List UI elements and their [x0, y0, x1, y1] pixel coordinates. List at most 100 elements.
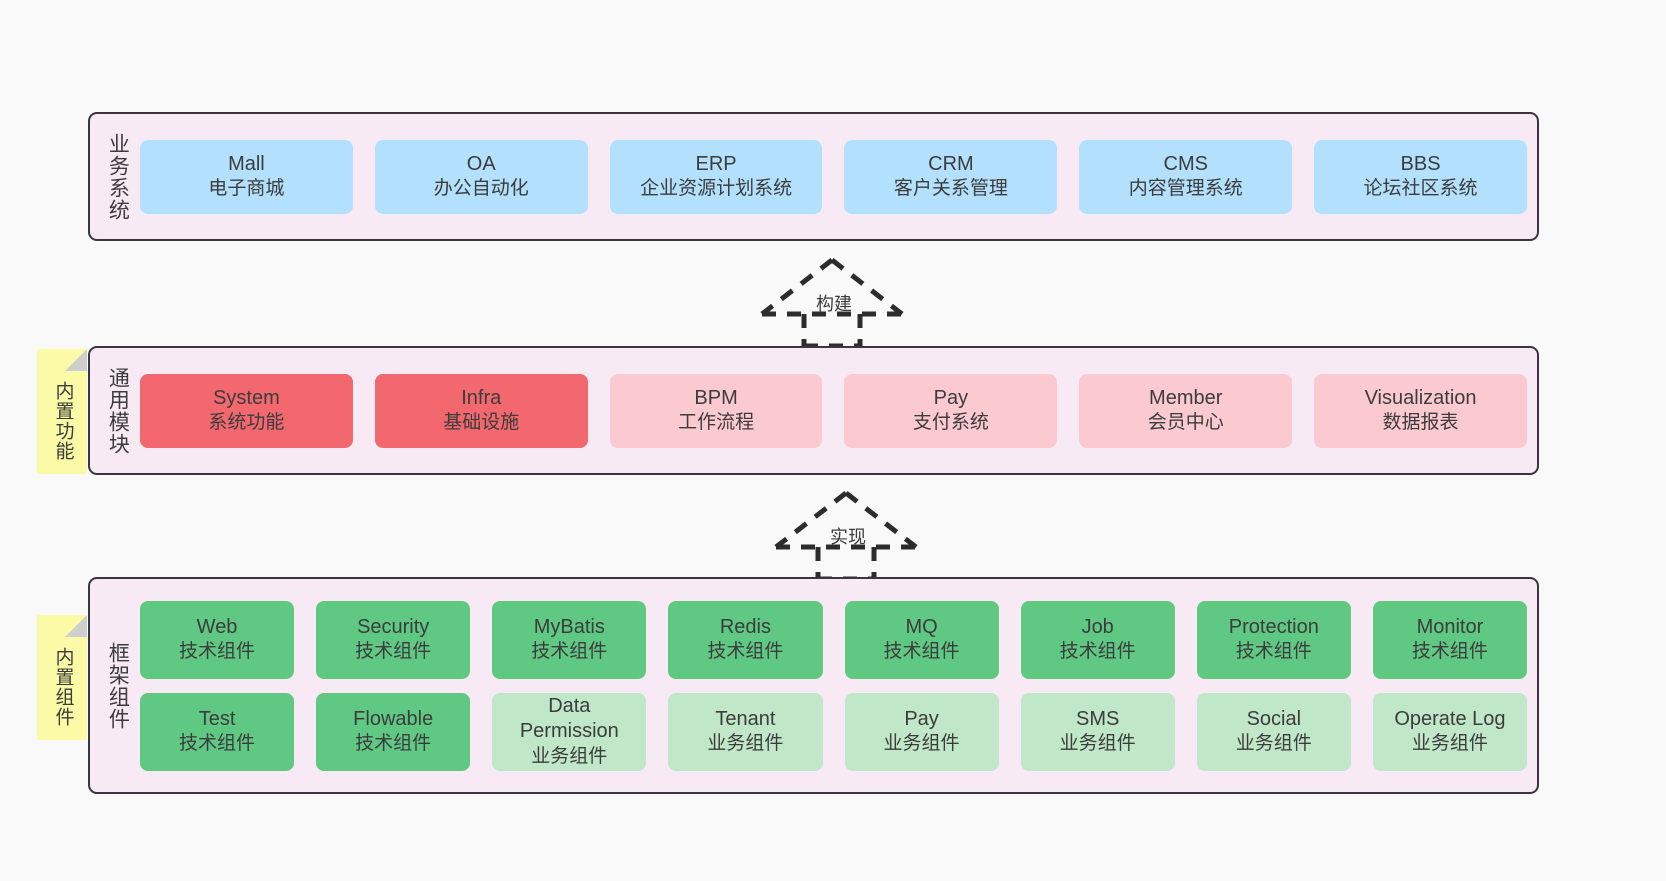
- node-tenant[interactable]: Tenant 业务组件: [668, 692, 823, 771]
- node-title: Protection: [1228, 615, 1319, 638]
- node-subtitle: 业务组件: [883, 733, 960, 755]
- node-subtitle: 技术组件: [1235, 641, 1312, 663]
- node-protection[interactable]: Protection 技术组件: [1196, 600, 1351, 679]
- node-visualization[interactable]: Visualization 数据报表: [1314, 373, 1527, 448]
- node-social[interactable]: Social 业务组件: [1196, 692, 1351, 771]
- node-job[interactable]: Job 技术组件: [1020, 600, 1175, 679]
- node-subtitle: 客户关系管理: [893, 178, 1008, 200]
- node-title: CMS: [1163, 152, 1208, 175]
- node-row: Web 技术组件 Security 技术组件 MyBatis 技术组件 Redi…: [140, 600, 1527, 679]
- node-sms[interactable]: SMS 业务组件: [1020, 692, 1175, 771]
- node-pay-component[interactable]: Pay 业务组件: [844, 692, 999, 771]
- layer-title-business-systems: 业务系统: [106, 132, 130, 221]
- node-operate-log[interactable]: Operate Log 业务组件: [1372, 692, 1527, 771]
- node-security[interactable]: Security 技术组件: [316, 600, 471, 679]
- node-title: Pay: [904, 707, 939, 730]
- arrow-label-implement: 实现: [830, 527, 866, 547]
- node-erp[interactable]: ERP 企业资源计划系统: [609, 139, 823, 214]
- node-title: Data Permission: [519, 694, 619, 743]
- node-cms[interactable]: CMS 内容管理系统: [1079, 139, 1293, 214]
- node-subtitle: 办公自动化: [433, 178, 529, 200]
- node-subtitle: 技术组件: [355, 641, 432, 663]
- node-subtitle: 企业资源计划系统: [640, 178, 793, 200]
- node-data-permission[interactable]: Data Permission 业务组件: [492, 692, 647, 771]
- node-subtitle: 内容管理系统: [1128, 178, 1243, 200]
- node-system[interactable]: System 系统功能: [140, 373, 353, 448]
- node-subtitle: 业务组件: [1059, 733, 1136, 755]
- node-subtitle: 论坛社区系统: [1363, 178, 1478, 200]
- node-title: BPM: [694, 386, 738, 409]
- layer-framework-components[interactable]: 框架组件 Web 技术组件 Security 技术组件 MyBatis 技术组件…: [88, 577, 1539, 794]
- node-title: Flowable: [353, 707, 434, 730]
- node-title: Monitor: [1416, 615, 1484, 638]
- node-subtitle: 业务组件: [707, 733, 784, 755]
- layer-body-framework-components: Web 技术组件 Security 技术组件 MyBatis 技术组件 Redi…: [140, 587, 1527, 784]
- node-title: Mall: [228, 152, 265, 175]
- node-subtitle: 技术组件: [1411, 641, 1488, 663]
- node-monitor[interactable]: Monitor 技术组件: [1372, 600, 1527, 679]
- node-subtitle: 技术组件: [531, 641, 608, 663]
- sticky-note-text: 内置组件: [52, 646, 74, 727]
- node-row: Test 技术组件 Flowable 技术组件 Data Permission …: [140, 692, 1527, 771]
- node-subtitle: 业务组件: [531, 745, 608, 767]
- sticky-note-text: 内置功能: [52, 380, 74, 461]
- node-title: OA: [466, 152, 496, 175]
- node-title: ERP: [695, 152, 737, 175]
- node-oa[interactable]: OA 办公自动化: [374, 139, 588, 214]
- node-subtitle: 电子商城: [208, 178, 285, 200]
- sticky-note-builtin-features[interactable]: 内置功能: [37, 349, 87, 474]
- layer-common-modules[interactable]: 通用模块 System 系统功能 Infra 基础设施 BPM 工作流程 Pay…: [88, 346, 1539, 475]
- node-title: Tenant: [715, 707, 776, 730]
- node-title: Web: [196, 615, 238, 638]
- node-subtitle: 技术组件: [179, 733, 256, 755]
- layer-business-systems[interactable]: 业务系统 Mall 电子商城 OA 办公自动化 ERP 企业资源计划系统 CRM…: [88, 112, 1539, 241]
- layer-body-common-modules: System 系统功能 Infra 基础设施 BPM 工作流程 Pay 支付系统…: [140, 356, 1527, 465]
- node-flowable[interactable]: Flowable 技术组件: [316, 692, 471, 771]
- node-subtitle: 基础设施: [443, 412, 520, 434]
- node-subtitle: 系统功能: [208, 412, 285, 434]
- node-subtitle: 业务组件: [1235, 733, 1312, 755]
- node-title: Member: [1149, 386, 1223, 409]
- node-bpm[interactable]: BPM 工作流程: [609, 373, 823, 448]
- node-web[interactable]: Web 技术组件: [140, 600, 295, 679]
- node-subtitle: 数据报表: [1382, 412, 1459, 434]
- node-row: Mall 电子商城 OA 办公自动化 ERP 企业资源计划系统 CRM 客户关系…: [140, 139, 1527, 214]
- node-title: CRM: [928, 152, 974, 175]
- node-bbs[interactable]: BBS 论坛社区系统: [1314, 139, 1527, 214]
- node-infra[interactable]: Infra 基础设施: [374, 373, 588, 448]
- node-title: Security: [357, 615, 430, 638]
- node-subtitle: 技术组件: [883, 641, 960, 663]
- node-title: Job: [1081, 615, 1114, 638]
- node-title: Test: [198, 707, 236, 730]
- node-title: MyBatis: [533, 615, 605, 638]
- node-member[interactable]: Member 会员中心: [1079, 373, 1293, 448]
- node-title: Social: [1246, 707, 1302, 730]
- node-redis[interactable]: Redis 技术组件: [668, 600, 823, 679]
- node-subtitle: 技术组件: [179, 641, 256, 663]
- node-pay[interactable]: Pay 支付系统: [844, 373, 1058, 448]
- node-title: Operate Log: [1394, 707, 1506, 730]
- node-title: System: [213, 386, 280, 409]
- node-test[interactable]: Test 技术组件: [140, 692, 295, 771]
- layer-title-framework-components: 框架组件: [106, 641, 130, 730]
- node-title: MQ: [905, 615, 938, 638]
- node-title: Infra: [461, 386, 502, 409]
- arrow-label-build: 构建: [816, 294, 852, 314]
- node-title: Pay: [933, 386, 969, 409]
- layer-body-business-systems: Mall 电子商城 OA 办公自动化 ERP 企业资源计划系统 CRM 客户关系…: [140, 122, 1527, 231]
- sticky-note-builtin-components[interactable]: 内置组件: [37, 615, 87, 740]
- layer-title-common-modules: 通用模块: [106, 366, 130, 455]
- node-subtitle: 技术组件: [707, 641, 784, 663]
- node-title: SMS: [1076, 707, 1120, 730]
- node-subtitle: 会员中心: [1147, 412, 1224, 434]
- node-subtitle: 支付系统: [912, 412, 989, 434]
- node-mq[interactable]: MQ 技术组件: [844, 600, 999, 679]
- node-row: System 系统功能 Infra 基础设施 BPM 工作流程 Pay 支付系统…: [140, 373, 1527, 448]
- node-crm[interactable]: CRM 客户关系管理: [844, 139, 1058, 214]
- node-subtitle: 技术组件: [1059, 641, 1136, 663]
- node-title: Visualization: [1364, 386, 1477, 409]
- node-subtitle: 技术组件: [355, 733, 432, 755]
- node-mybatis[interactable]: MyBatis 技术组件: [492, 600, 647, 679]
- node-mall[interactable]: Mall 电子商城: [140, 139, 353, 214]
